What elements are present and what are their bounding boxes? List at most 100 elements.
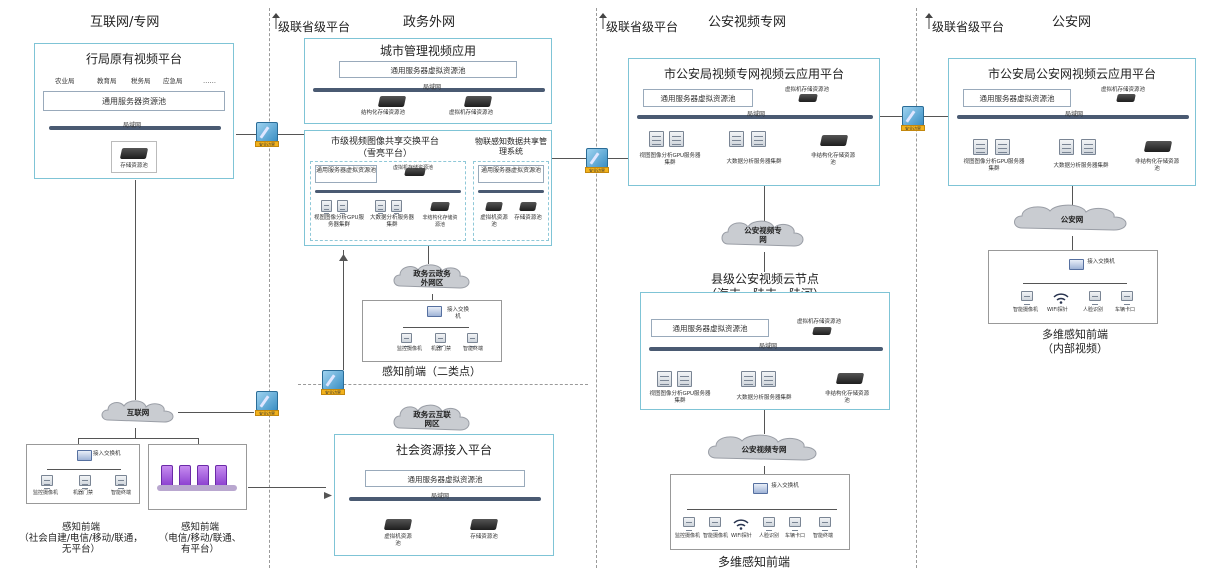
link-line <box>764 252 765 272</box>
switch-label: 接入交换机 <box>771 483 799 489</box>
storage-icon <box>485 202 503 211</box>
cascade-label-police-video: 级联省级平台 <box>606 20 679 34</box>
bigdata-server-icon <box>391 200 402 212</box>
switch-label: 接入交换机 <box>1087 259 1115 265</box>
link-line <box>47 469 121 470</box>
storage-icon <box>383 519 413 530</box>
switch-icon <box>1069 259 1084 270</box>
door-icon <box>79 475 91 486</box>
link-line <box>687 509 837 510</box>
vehicle-checkpoint-icon <box>789 517 801 527</box>
server-pool: 通用服务器虚拟资源池 <box>478 165 544 183</box>
terminal-icon <box>819 517 831 527</box>
platform-title: 行局原有视频平台 <box>85 52 182 66</box>
device-label: 监控摄像机 <box>33 490 59 496</box>
device-label: WIFI探针 <box>731 533 752 539</box>
cluster-label: 视图图像分析GPU服务器集群 <box>313 215 365 228</box>
lan-bus <box>637 115 873 119</box>
link-line <box>552 158 586 159</box>
front-end-carrier <box>148 444 247 510</box>
lan-bus <box>313 88 545 92</box>
front-end-social-label: 感知前端 （社会自建/电信/移动/联通， 无平台） <box>19 522 143 555</box>
device-label: 智能终端 <box>463 346 484 352</box>
switch-label: 接入交换机 <box>446 307 469 320</box>
gov-cloud-internet-area: 政务云互联网区 <box>390 402 474 436</box>
cluster-label: 大数据分析服务器集群 <box>736 395 792 401</box>
police-video-cloud-2: 公安视频专网 <box>704 432 824 466</box>
face-recognition-icon <box>763 517 775 527</box>
firewall-icon: 安全边界 <box>585 148 609 174</box>
cloud-label: 政务云互联网区 <box>413 410 451 428</box>
device-label: 智能终端 <box>813 533 834 539</box>
panel-title: 市公安局公安网视频云应用平台 <box>987 67 1156 81</box>
device-label: 人脸识别 <box>759 533 780 539</box>
storage-icon <box>1143 141 1173 152</box>
device-label: 车辆卡口 <box>1115 307 1136 313</box>
front-end-carrier-label: 感知前端 （电信/移动/联通、 有平台） <box>158 522 242 555</box>
firewall-icon: 安全边界 <box>255 391 279 417</box>
arrow-up-icon <box>271 13 281 29</box>
storage-icon <box>798 94 818 102</box>
server-rack-icon <box>197 465 209 487</box>
arrow-up-icon <box>339 246 348 261</box>
police-net-cloud-platform: 市公安局公安网视频云应用平台 通用服务器虚拟资源池 虚拟机存储资源池 局域网 视… <box>948 58 1196 186</box>
bureau-label: 应急局 <box>163 77 183 85</box>
police-net-cloud: 公安网 <box>1010 202 1134 236</box>
link-line <box>178 412 254 413</box>
police-video-front-end-label: 多维感知前端 <box>718 555 791 569</box>
camera-icon <box>683 517 695 527</box>
gov-front-end: 接入交换机 监控摄像机 机器门禁 智能终端 <box>362 300 502 362</box>
divider-2 <box>596 8 597 568</box>
device-label: 智能摄像机 <box>703 533 729 539</box>
lan-bus-label: 局域网 <box>423 84 442 91</box>
bureau-label: 税务局 <box>131 77 151 85</box>
cascade-label-police: 级联省级平台 <box>932 20 1005 34</box>
lan-bus-label: 局域网 <box>431 493 450 500</box>
lan-bus <box>349 497 541 501</box>
server-pool: 通用服务器资源池 <box>43 91 225 111</box>
cloud-label: 公安视频专网 <box>741 445 787 454</box>
link-line <box>135 180 136 400</box>
storage-label: 非结构化存储资源池 <box>422 215 458 228</box>
door-icon <box>435 333 446 343</box>
server-pool: 通用服务器虚拟资源池 <box>339 61 517 78</box>
server-pool: 通用服务器虚拟资源池 <box>365 470 525 487</box>
link-line <box>764 410 765 434</box>
link-line <box>78 438 198 439</box>
link-line <box>135 428 136 438</box>
storage-label: 存储资源池 <box>514 215 542 221</box>
internet-cloud: 互联网 <box>98 398 178 428</box>
device-label: 机器门禁 <box>431 346 452 352</box>
cloud-label: 政务云政务外网区 <box>413 269 451 287</box>
cloud-label: 公安网 <box>1060 215 1084 224</box>
panel-subtitle: （雪亮平台） <box>357 149 412 159</box>
bureau-label: …… <box>203 77 216 85</box>
link-line <box>432 294 433 302</box>
county-node-title: 县级公安视频云节点 <box>710 272 819 286</box>
link-line <box>1072 186 1073 206</box>
bureau-label: 农业局 <box>55 77 75 85</box>
server-pool: 通用服务器虚拟资源池 <box>963 89 1071 107</box>
server-pool: 通用服务器虚拟资源池 <box>651 319 769 337</box>
switch-icon <box>753 483 768 494</box>
link-line <box>764 466 765 474</box>
cluster-label: 视图图像分析GPU服务器集群 <box>639 153 701 166</box>
police-video-cloud-1: 公安视频专网 <box>718 218 808 252</box>
server-pool: 通用服务器虚拟资源池 <box>643 89 753 107</box>
storage-label: 虚拟机资源池 <box>384 534 412 547</box>
divider-3 <box>916 8 917 568</box>
gpu-server-icon <box>321 200 332 212</box>
lan-bus <box>478 190 544 193</box>
storage-label: 非结构化存储资源池 <box>811 153 856 166</box>
storage-label: 虚拟机存储资源池 <box>785 87 830 93</box>
police-net-front-end-label: 多维感知前端 （内部视频） <box>1042 328 1108 355</box>
storage-icon <box>430 202 450 211</box>
device-label: WIFI探针 <box>1047 307 1068 313</box>
server-rack-icon <box>215 465 227 487</box>
lan-bus <box>315 190 461 193</box>
device-label: 智能摄像机 <box>1013 307 1039 313</box>
column-title-internet: 互联网/专网 <box>90 15 160 30</box>
divider-gov-horizontal <box>298 384 588 385</box>
cluster-label: 大数据分析服务器集群 <box>369 215 414 228</box>
storage-box: 存储资源池 <box>111 141 157 173</box>
